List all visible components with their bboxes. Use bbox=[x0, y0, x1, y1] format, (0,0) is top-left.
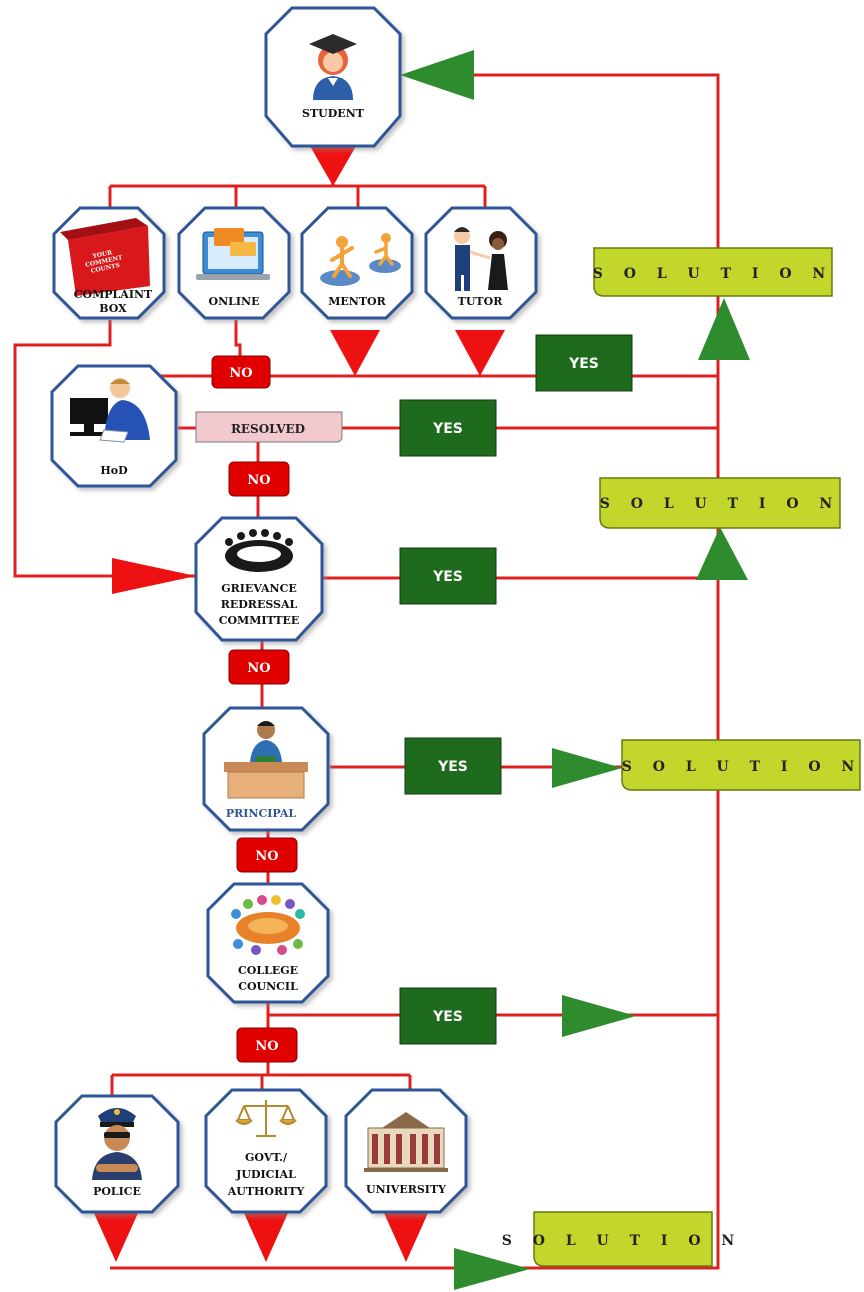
svg-text:AUTHORITY: AUTHORITY bbox=[227, 1185, 305, 1198]
hod-node: HoD bbox=[50, 364, 178, 488]
svg-text:NO: NO bbox=[247, 661, 270, 676]
svg-text:NO: NO bbox=[229, 366, 252, 381]
arrow-to-solution-3 bbox=[552, 748, 622, 788]
principal-desk-icon bbox=[224, 721, 308, 799]
svg-text:NO: NO bbox=[255, 849, 278, 864]
arrow-govt-down bbox=[244, 1213, 288, 1262]
no-box-2: NO bbox=[228, 461, 290, 497]
svg-text:NO: NO bbox=[247, 473, 270, 488]
no-box-3: NO bbox=[228, 649, 290, 685]
yes-box-2: YES bbox=[399, 399, 497, 457]
svg-text:BOX: BOX bbox=[99, 302, 127, 315]
solution-banner-1: S O L U T I O N bbox=[593, 247, 833, 297]
svg-text:YOUR: YOUR bbox=[91, 249, 114, 260]
arrow-council-yes bbox=[562, 995, 636, 1037]
svg-text:PRINCIPAL: PRINCIPAL bbox=[226, 807, 297, 820]
laptop-icon bbox=[196, 228, 270, 280]
svg-text:COMMITTEE: COMMITTEE bbox=[219, 614, 300, 627]
svg-text:COUNCIL: COUNCIL bbox=[238, 980, 298, 993]
college-council-node: COLLEGE COUNCIL bbox=[206, 882, 330, 1004]
arrow-to-solution-4 bbox=[454, 1248, 530, 1290]
hod-desk-icon bbox=[70, 378, 150, 443]
police-node: POLICE bbox=[54, 1094, 180, 1214]
svg-text:MENTOR: MENTOR bbox=[328, 295, 386, 308]
solution-banner-3: S O L U T I O N bbox=[621, 739, 862, 791]
conference-table-icon bbox=[225, 529, 293, 572]
svg-text:ONLINE: ONLINE bbox=[209, 295, 260, 308]
svg-text:YES: YES bbox=[432, 421, 463, 437]
svg-text:YES: YES bbox=[437, 759, 468, 775]
svg-text:STUDENT: STUDENT bbox=[302, 107, 365, 120]
mentor-icon bbox=[320, 233, 401, 286]
no-box-5: NO bbox=[236, 1027, 298, 1063]
svg-text:YES: YES bbox=[432, 1009, 463, 1025]
grievance-committee-node: GRIEVANCE REDRESSAL COMMITTEE bbox=[194, 516, 324, 642]
complaint-box-node: YOUR COMMENT COUNTS COMPLAINT BOX bbox=[52, 206, 166, 320]
mentor-node: MENTOR bbox=[300, 206, 414, 320]
yes-box-4: YES bbox=[404, 737, 502, 795]
svg-text:REDRESSAL: REDRESSAL bbox=[221, 598, 298, 611]
university-building-icon bbox=[364, 1112, 448, 1172]
principal-node: PRINCIPAL bbox=[202, 706, 330, 832]
council-table-icon bbox=[231, 895, 305, 955]
svg-text:COLLEGE: COLLEGE bbox=[238, 964, 298, 977]
tutor-icon bbox=[454, 227, 508, 291]
svg-text:YES: YES bbox=[568, 356, 599, 372]
svg-text:POLICE: POLICE bbox=[93, 1185, 141, 1198]
arrow-to-grievance bbox=[112, 558, 196, 594]
svg-text:S O L U T I O N: S O L U T I O N bbox=[593, 266, 833, 282]
svg-text:RESOLVED: RESOLVED bbox=[231, 422, 305, 436]
arrow-student-down bbox=[310, 146, 356, 186]
resolved-box: RESOLVED bbox=[195, 411, 343, 443]
svg-text:COMPLAINT: COMPLAINT bbox=[74, 288, 153, 301]
tutor-node: TUTOR bbox=[424, 206, 538, 320]
svg-text:GOVT./: GOVT./ bbox=[245, 1151, 288, 1164]
svg-text:S O L U T I O N: S O L U T I O N bbox=[622, 759, 862, 775]
arrow-up-solution-2 bbox=[696, 527, 748, 580]
scales-of-justice-icon bbox=[235, 1100, 297, 1137]
university-node: UNIVERSITY bbox=[344, 1088, 468, 1214]
arrow-up-solution-1 bbox=[698, 298, 750, 360]
svg-text:S O L U T I O N: S O L U T I O N bbox=[600, 496, 840, 512]
svg-text:NO: NO bbox=[255, 1039, 278, 1054]
yes-box-1: YES bbox=[535, 334, 633, 392]
solution-banner-4: S O L U T I O N bbox=[502, 1211, 742, 1267]
arrow-tutor-down bbox=[455, 330, 505, 376]
arrow-to-student bbox=[400, 50, 474, 100]
complaint-box-icon: YOUR COMMENT COUNTS bbox=[60, 218, 150, 296]
online-node: ONLINE bbox=[177, 206, 291, 320]
arrow-mentor-down bbox=[330, 330, 380, 376]
svg-text:YES: YES bbox=[432, 569, 463, 585]
no-box-4: NO bbox=[236, 837, 298, 873]
police-officer-icon bbox=[92, 1108, 142, 1180]
arrow-police-down bbox=[94, 1213, 138, 1262]
svg-text:JUDICIAL: JUDICIAL bbox=[235, 1168, 296, 1181]
svg-text:GRIEVANCE: GRIEVANCE bbox=[221, 582, 296, 595]
svg-text:S O L U T I O N: S O L U T I O N bbox=[502, 1233, 742, 1249]
arrow-university-down bbox=[384, 1213, 428, 1262]
solution-banner-2: S O L U T I O N bbox=[599, 477, 841, 529]
yes-box-3: YES bbox=[399, 547, 497, 605]
student-node: STUDENT bbox=[264, 6, 402, 148]
yes-box-5: YES bbox=[399, 987, 497, 1045]
judicial-authority-node: GOVT./ JUDICIAL AUTHORITY bbox=[204, 1088, 328, 1214]
svg-text:UNIVERSITY: UNIVERSITY bbox=[366, 1183, 446, 1196]
graduate-icon bbox=[309, 34, 357, 100]
no-box-1: NO bbox=[211, 355, 271, 389]
svg-text:HoD: HoD bbox=[100, 464, 128, 477]
svg-text:TUTOR: TUTOR bbox=[458, 295, 504, 308]
